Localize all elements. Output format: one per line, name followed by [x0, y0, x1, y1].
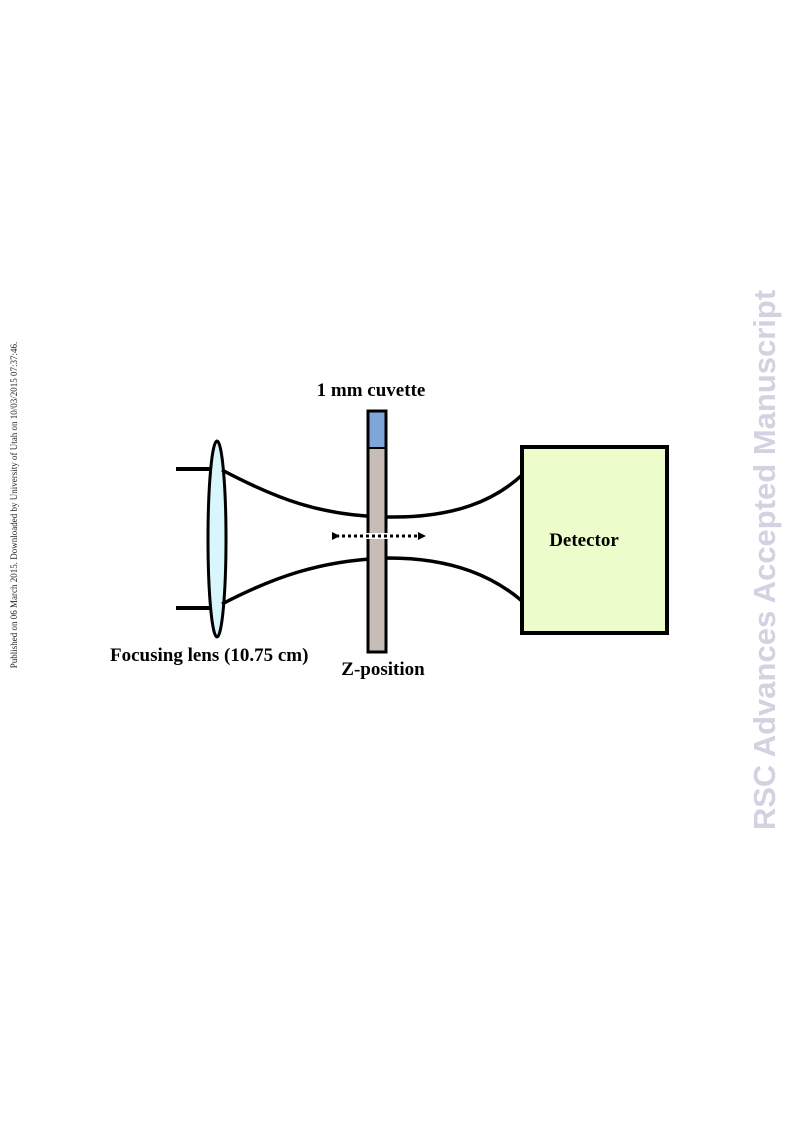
z-position-label: Z-position [341, 659, 425, 680]
beam-lower-curve [221, 556, 524, 606]
detector-label: Detector [549, 530, 619, 551]
lens-label: Focusing lens (10.75 cm) [110, 645, 308, 666]
cuvette-sample [369, 412, 385, 448]
cuvette-label: 1 mm cuvette [317, 380, 426, 401]
detector-box [520, 445, 669, 635]
beam-upper-curve [221, 468, 524, 519]
cuvette-body [366, 409, 388, 654]
focusing-lens [206, 439, 228, 639]
